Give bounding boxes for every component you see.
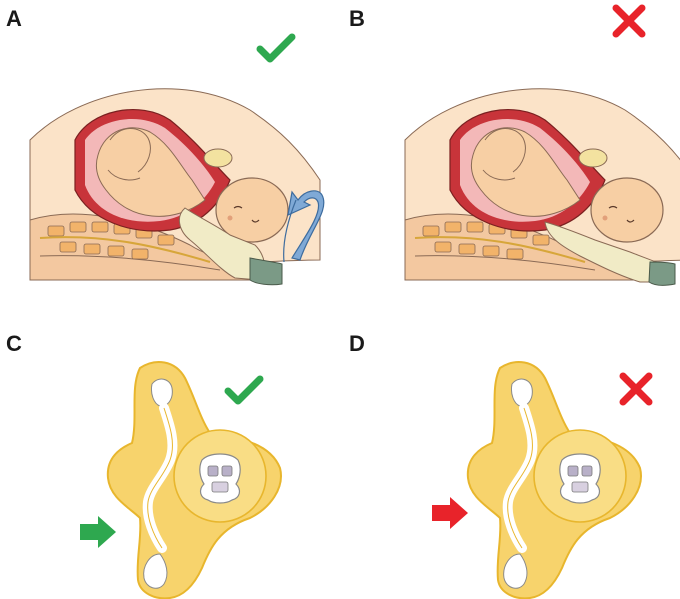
cross-icon — [616, 8, 642, 34]
panel-label-a: A — [6, 6, 22, 31]
check-icon — [260, 37, 292, 59]
rotation-arrow-icon — [283, 190, 325, 263]
arrow-right-icon — [432, 497, 468, 529]
panel-b-scene — [404, 87, 680, 286]
panel-c-pelvis — [108, 362, 281, 598]
panel-label-d: D — [349, 331, 365, 356]
arrow-right-icon — [80, 516, 116, 548]
cross-icon — [623, 376, 649, 402]
panel-d-pelvis — [468, 362, 641, 598]
panel-label-b: B — [349, 6, 365, 31]
check-icon — [228, 379, 260, 401]
panel-label-c: C — [6, 331, 22, 356]
panel-a-scene — [29, 87, 321, 286]
